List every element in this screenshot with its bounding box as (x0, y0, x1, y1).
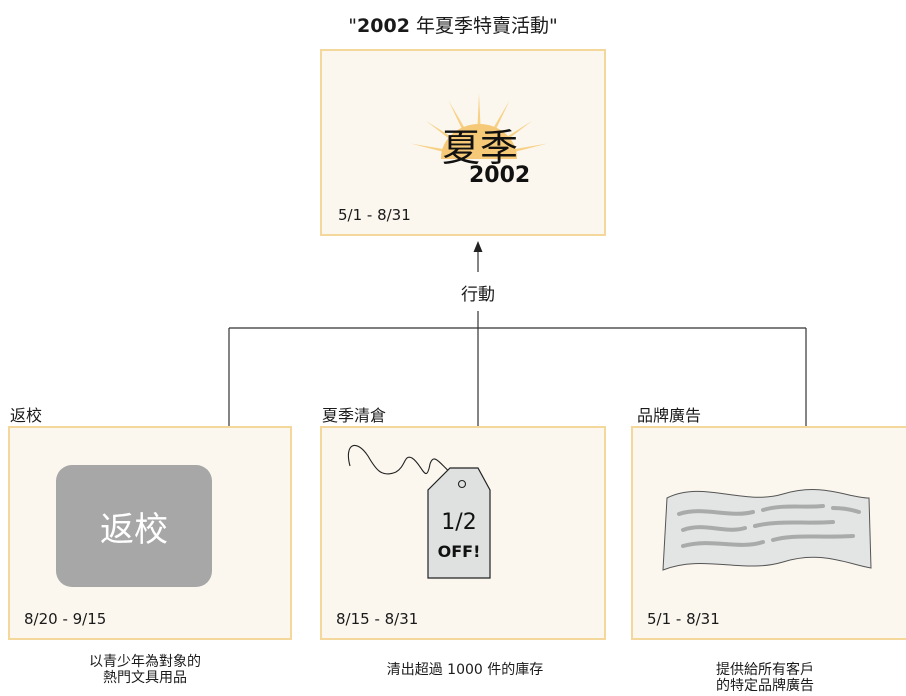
connector-label: 行動 (459, 280, 497, 305)
description-line: 的特定品牌廣告 (716, 678, 814, 694)
campaign-caption-summer-clearance: 夏季清倉 (322, 406, 387, 425)
campaign-caption-back-to-school: 返校 (10, 406, 43, 425)
campaign-panel-back-to-school: 返校 8/20 - 9/15 (8, 426, 292, 640)
tag-off-text: OFF! (437, 542, 481, 561)
back-to-school-badge: 返校 (56, 465, 212, 587)
sunburst-icon (362, 93, 582, 219)
campaign-description-brand-ads: 提供給所有客戶 的特定品牌廣告 (660, 662, 870, 694)
banner-ad-icon (662, 489, 872, 571)
summer-logo-text: 夏季 (442, 126, 519, 170)
campaign-description-back-to-school: 以青少年為對象的 熱門文具用品 (40, 654, 250, 686)
campaign-caption-brand-ads: 品牌廣告 (637, 406, 702, 425)
campaign-panel-summer-clearance: 1/2 OFF! 8/15 - 8/31 (320, 426, 606, 640)
main-event-panel: 夏季 2002 5/1 - 8/31 (320, 49, 606, 236)
title-open-quote: " (348, 15, 358, 37)
title-rest: 年夏季特賣活動" (409, 15, 558, 37)
campaign-description-summer-clearance: 清出超過 1000 件的庫存 (386, 662, 544, 678)
main-event-date: 5/1 - 8/31 (338, 206, 411, 224)
price-tag-icon (348, 444, 491, 579)
campaign-panel-brand-ads: 5/1 - 8/31 (631, 426, 906, 640)
page-title: "2002 年夏季特賣活動" (0, 11, 906, 38)
summer-logo-year: 2002 (469, 163, 531, 188)
campaign-date-back-to-school: 8/20 - 9/15 (24, 610, 107, 628)
description-line: 以青少年為對象的 (89, 654, 201, 670)
campaign-date-summer-clearance: 8/15 - 8/31 (336, 610, 419, 628)
description-line: 提供給所有客戶 (716, 662, 814, 678)
description-line: 熱門文具用品 (103, 670, 187, 686)
campaign-date-brand-ads: 5/1 - 8/31 (647, 610, 720, 628)
arrow-up-icon (473, 241, 483, 252)
tag-fraction: 1/2 (441, 510, 477, 535)
title-year: 2002 (357, 15, 410, 37)
